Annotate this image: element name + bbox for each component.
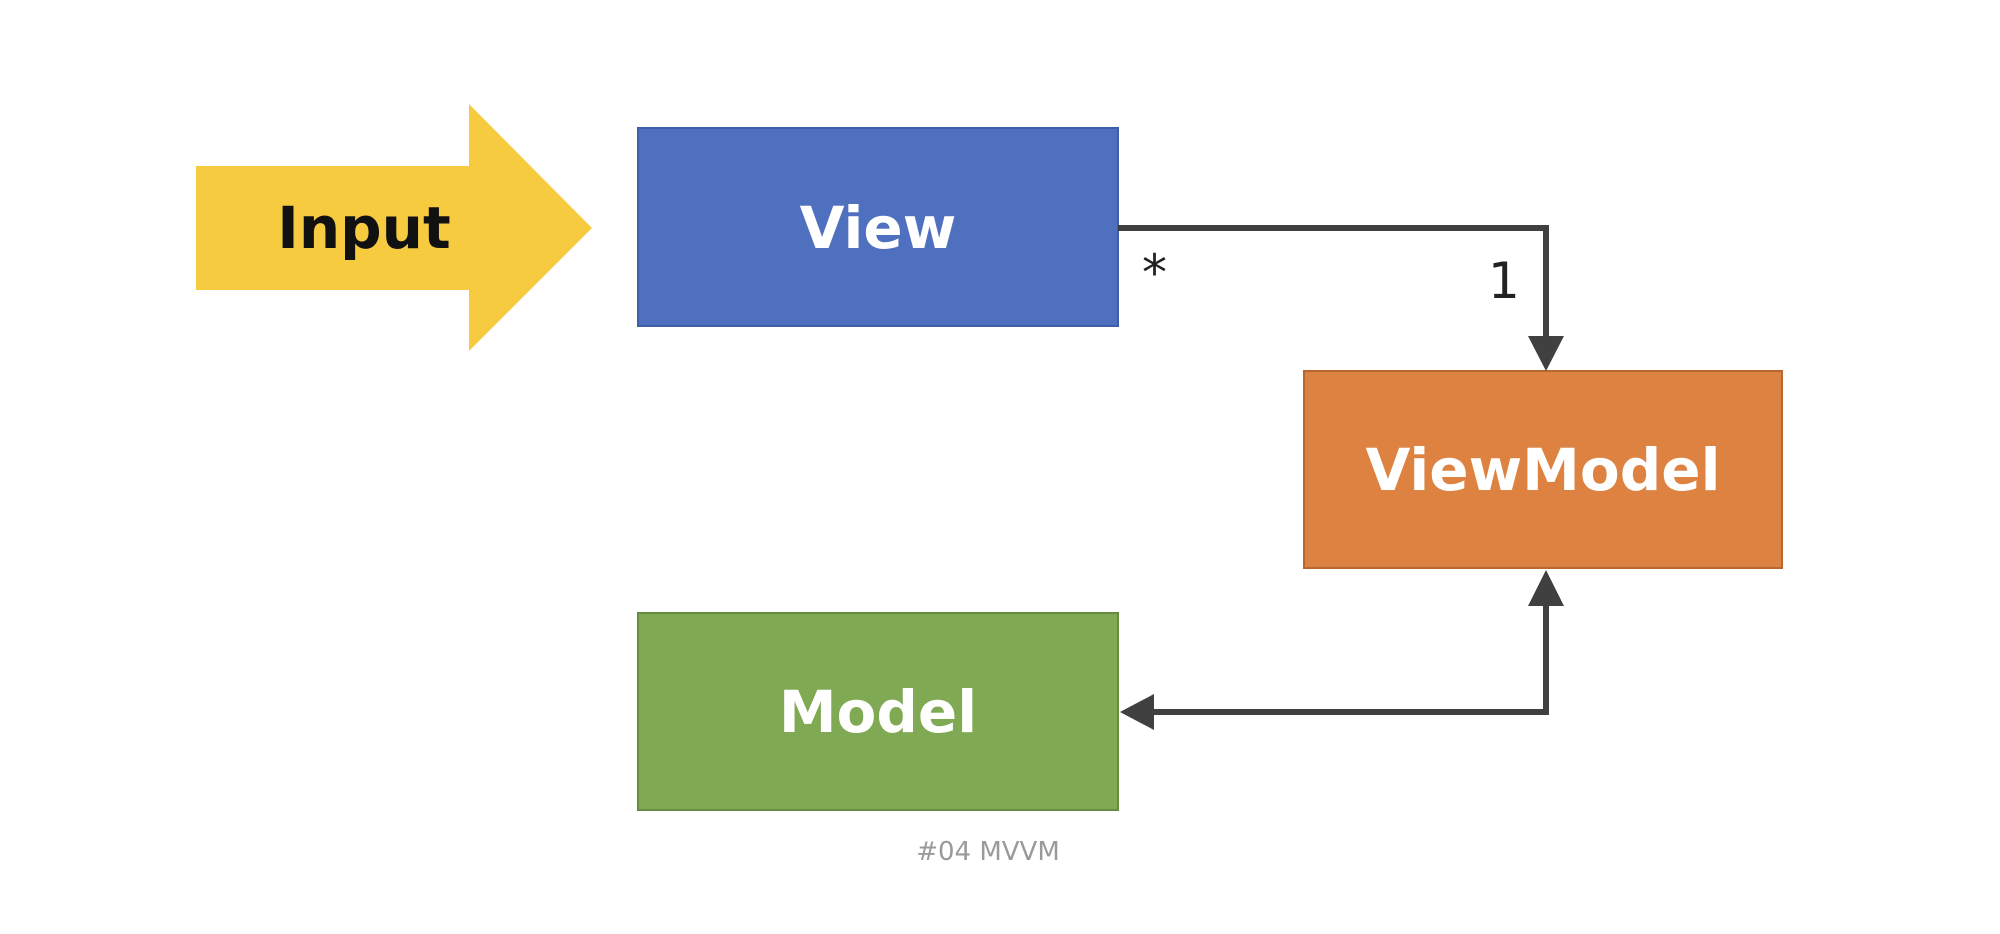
diagram-caption: #04 MVVM — [916, 837, 1060, 867]
viewmodel-box — [1303, 370, 1783, 569]
view-box — [637, 127, 1119, 327]
viewmodel-node: ViewModel — [1303, 370, 1783, 569]
viewmodel-multiplicity-label: 1 — [1488, 252, 1520, 310]
view-to-viewmodel-line — [1118, 225, 1549, 340]
model-label: Model — [779, 678, 977, 746]
viewmodel-label: ViewModel — [1366, 436, 1721, 504]
view-multiplicity-label: * — [1142, 244, 1167, 302]
view-to-viewmodel-arrowhead — [1528, 336, 1564, 371]
view-node: View — [637, 127, 1119, 327]
model-end-arrowhead — [1120, 694, 1154, 730]
view-to-viewmodel-connector: * 1 — [1118, 225, 1564, 371]
input-arrow-shape — [196, 104, 592, 351]
model-viewmodel-connector — [1120, 570, 1564, 730]
input-label: Input — [277, 194, 450, 262]
viewmodel-end-arrowhead — [1528, 570, 1564, 606]
view-label: View — [800, 194, 957, 262]
model-viewmodel-line — [1150, 600, 1549, 715]
model-box — [637, 612, 1119, 811]
input-arrow: Input — [196, 104, 592, 351]
model-node: Model — [637, 612, 1119, 811]
